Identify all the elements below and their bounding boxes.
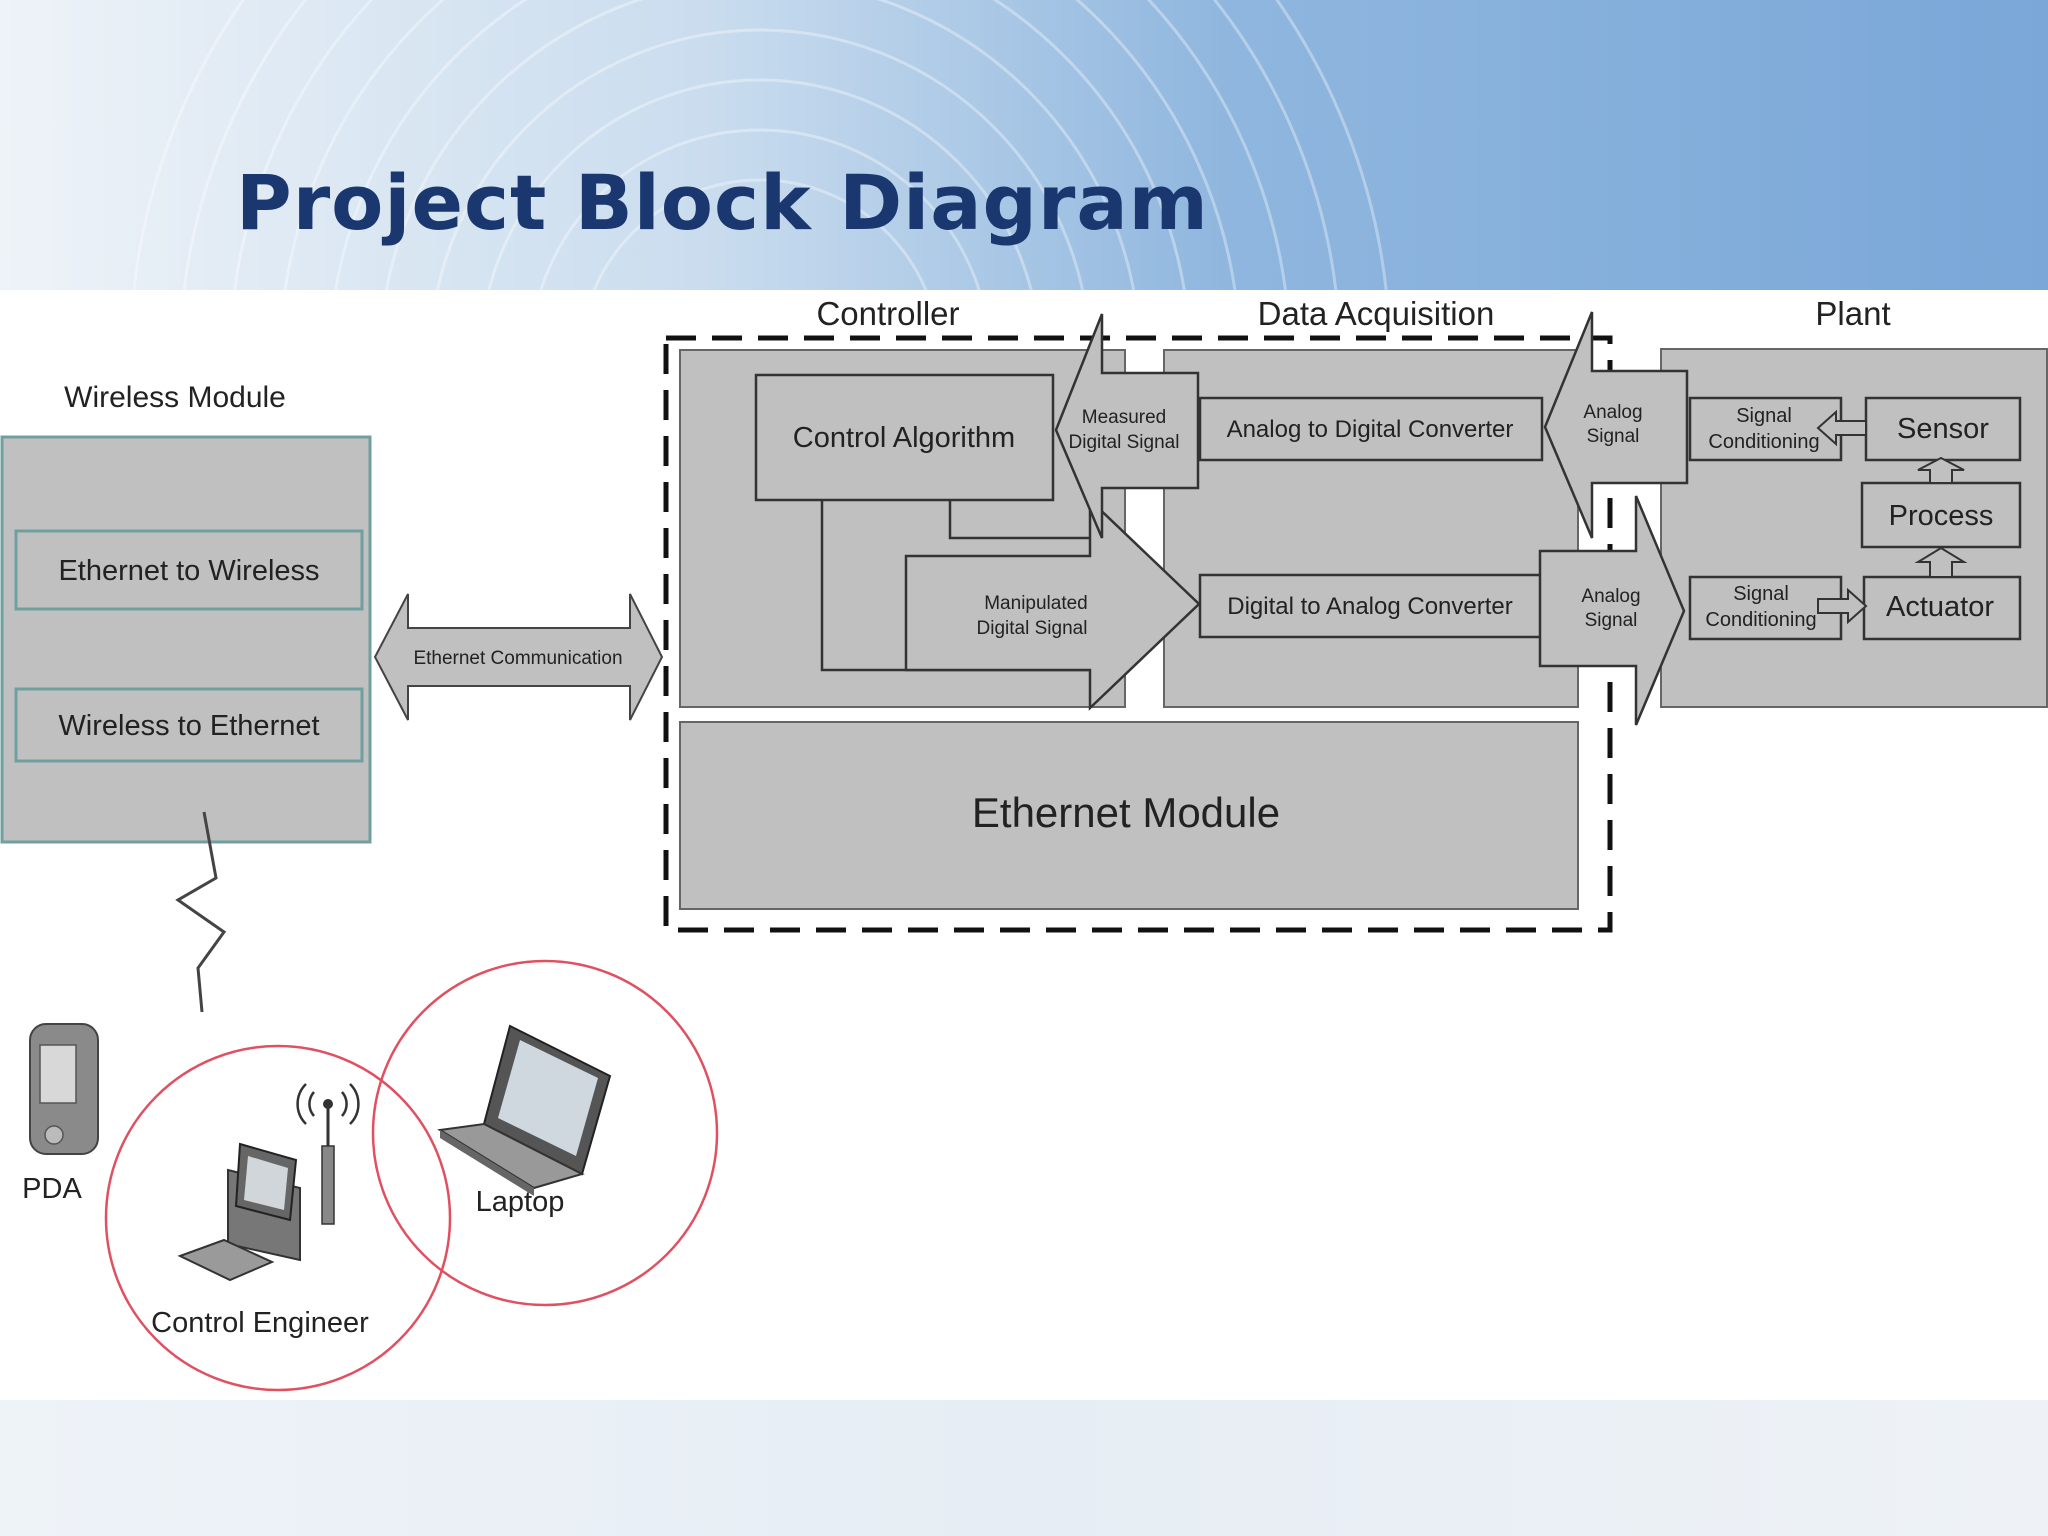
ethernet-module-block — [679, 721, 1579, 910]
slide-title: Project Block Diagram — [236, 158, 1209, 247]
workstation-icon — [177, 1142, 301, 1282]
manipulated-signal-arrow — [904, 497, 1201, 711]
conditioning-to-actuator-arrow — [1817, 587, 1868, 625]
analog-signal-in-line1: Analog — [1583, 402, 1642, 423]
data-acquisition-section-title: Data Acquisition — [1258, 295, 1495, 332]
signal-conditioning-bottom-block — [1688, 575, 1843, 641]
analog-signal-in-arrow — [1543, 311, 1689, 539]
process-label: Process — [1889, 500, 1994, 532]
control-engineer-label: Control Engineer — [151, 1307, 369, 1339]
wireless-to-ethernet-label: Wireless to Ethernet — [58, 710, 319, 742]
process-block — [1860, 481, 2022, 549]
manipulated-signal-line1: Manipulated — [984, 593, 1088, 614]
signal-conditioning-top-line2: Conditioning — [1708, 431, 1819, 453]
footer-background — [0, 1400, 2048, 1536]
ethernet-module-label: Ethernet Module — [972, 789, 1280, 836]
controller-section-title: Controller — [816, 295, 959, 332]
wireless-module-title: Wireless Module — [64, 381, 286, 414]
measured-signal-arrow — [1054, 313, 1200, 539]
ethernet-to-wireless-label: Ethernet to Wireless — [58, 555, 319, 587]
sensor-label: Sensor — [1897, 413, 1989, 445]
sensor-to-conditioning-arrow — [1816, 409, 1867, 447]
pda-icon — [29, 1023, 99, 1155]
system-dashed-boundary — [663, 335, 1613, 933]
wireless-to-ethernet-block — [14, 687, 364, 763]
control-algorithm-label: Control Algorithm — [793, 422, 1015, 454]
process-to-sensor-arrow — [1917, 456, 1965, 484]
adc-block — [1198, 396, 1544, 462]
pda-label: PDA — [22, 1173, 82, 1205]
laptop-icon — [437, 1024, 612, 1196]
ethernet-communication-arrow — [373, 593, 664, 721]
plant-section-title: Plant — [1815, 295, 1890, 332]
analog-signal-out-arrow — [1538, 495, 1686, 726]
actuator-to-process-arrow — [1914, 546, 1968, 578]
signal-conditioning-bottom-line2: Conditioning — [1705, 609, 1816, 631]
measured-signal-line2: Digital Signal — [1069, 432, 1180, 453]
signal-conditioning-top-line1: Signal — [1736, 405, 1792, 427]
wireless-module-box — [0, 435, 372, 844]
header-arcs — [132, 0, 1388, 290]
actuator-label: Actuator — [1886, 591, 1994, 623]
laptop-label: Laptop — [476, 1186, 565, 1218]
adc-label: Analog to Digital Converter — [1227, 416, 1514, 443]
header-background — [0, 0, 2048, 290]
signal-conditioning-bottom-line1: Signal — [1733, 583, 1789, 605]
analog-signal-out-line2: Signal — [1585, 610, 1638, 631]
measured-signal-line1: Measured — [1082, 407, 1167, 428]
signal-conditioning-top-block — [1688, 396, 1843, 462]
antenna-icon — [296, 1083, 360, 1225]
wireless-link-bolt — [175, 811, 227, 1013]
control-algorithm-block — [754, 373, 1055, 502]
ethernet-communication-label: Ethernet Communication — [413, 648, 622, 669]
dac-label: Digital to Analog Converter — [1227, 593, 1513, 620]
manipulated-signal-line2: Digital Signal — [977, 618, 1088, 639]
analog-signal-out-line1: Analog — [1581, 586, 1640, 607]
analog-signal-in-line2: Signal — [1587, 426, 1640, 447]
dac-block — [1198, 573, 1544, 639]
control-engineer-circle — [104, 1044, 452, 1392]
actuator-block — [1862, 575, 2022, 641]
ethernet-to-wireless-block — [14, 529, 364, 611]
laptop-circle — [371, 959, 719, 1307]
